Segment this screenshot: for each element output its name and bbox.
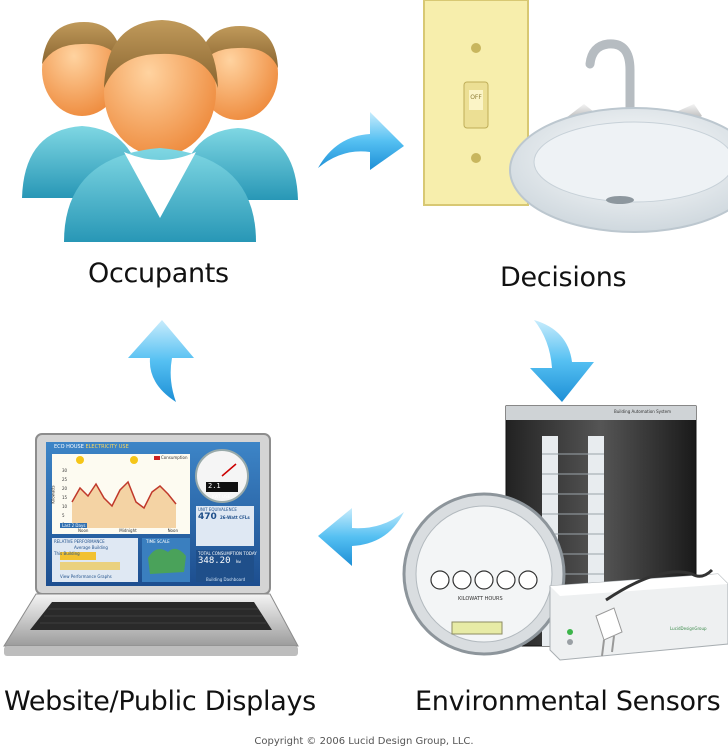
range-button[interactable]: Last 2 Days	[60, 523, 88, 528]
decisions-label: Decisions	[500, 262, 627, 293]
light-switch-and-sink-icon: OFF	[423, 0, 728, 233]
total-consumption: TOTAL CONSUMPTION TODAY 348.20 kw	[198, 551, 257, 566]
chart-legend: Consumption	[161, 455, 188, 460]
copyright-notice: Copyright © 2006 Lucid Design Group, LLC…	[254, 736, 474, 747]
chart-y-axis-title: Kilowatts	[50, 485, 56, 504]
performance-link[interactable]: View Performance Graphs	[60, 574, 112, 579]
kw-readout: 2.1	[208, 482, 221, 490]
time-scale-label: TIME SCALE	[146, 539, 170, 544]
arrow-up-icon	[128, 320, 194, 402]
arrow-right-icon	[318, 112, 404, 170]
meter-label: KILOWATT HOURS	[458, 596, 503, 602]
arrow-left-icon	[318, 508, 404, 566]
unit-equivalence: UNIT EQUIVALENCE 470 26-Watt CFLs	[198, 507, 250, 522]
server-label: Building Automation System	[614, 409, 671, 414]
arrow-down-icon	[530, 320, 594, 402]
sensors-label: Environmental Sensors	[415, 686, 721, 717]
kw-readout-unit: KWT USE	[212, 494, 231, 499]
dashboard-title: ECO HOUSE ELECTRICITY USE	[54, 444, 129, 450]
people-group-icon	[22, 20, 298, 242]
laptop-dashboard-icon: ECO HOUSE ELECTRICITY USE Consumption Ki…	[0, 432, 300, 664]
chart-y-ticks: 30 25 20 15 10 5 0	[62, 468, 68, 527]
website-label: Website/Public Displays	[4, 686, 316, 717]
device-label: LucidDesignGroup	[670, 626, 707, 631]
switch-label: OFF	[470, 94, 482, 101]
occupants-label: Occupants	[88, 258, 229, 289]
relative-performance: RELATIVE PERFORMANCE Average Building Th…	[54, 539, 108, 556]
chart-x-ticks: Noon Midnight Noon	[78, 528, 178, 533]
meter-and-server-icon: Building Automation System KILOWATT HOUR…	[400, 404, 728, 668]
dashboard-footer: Building Dashboard	[206, 577, 246, 582]
